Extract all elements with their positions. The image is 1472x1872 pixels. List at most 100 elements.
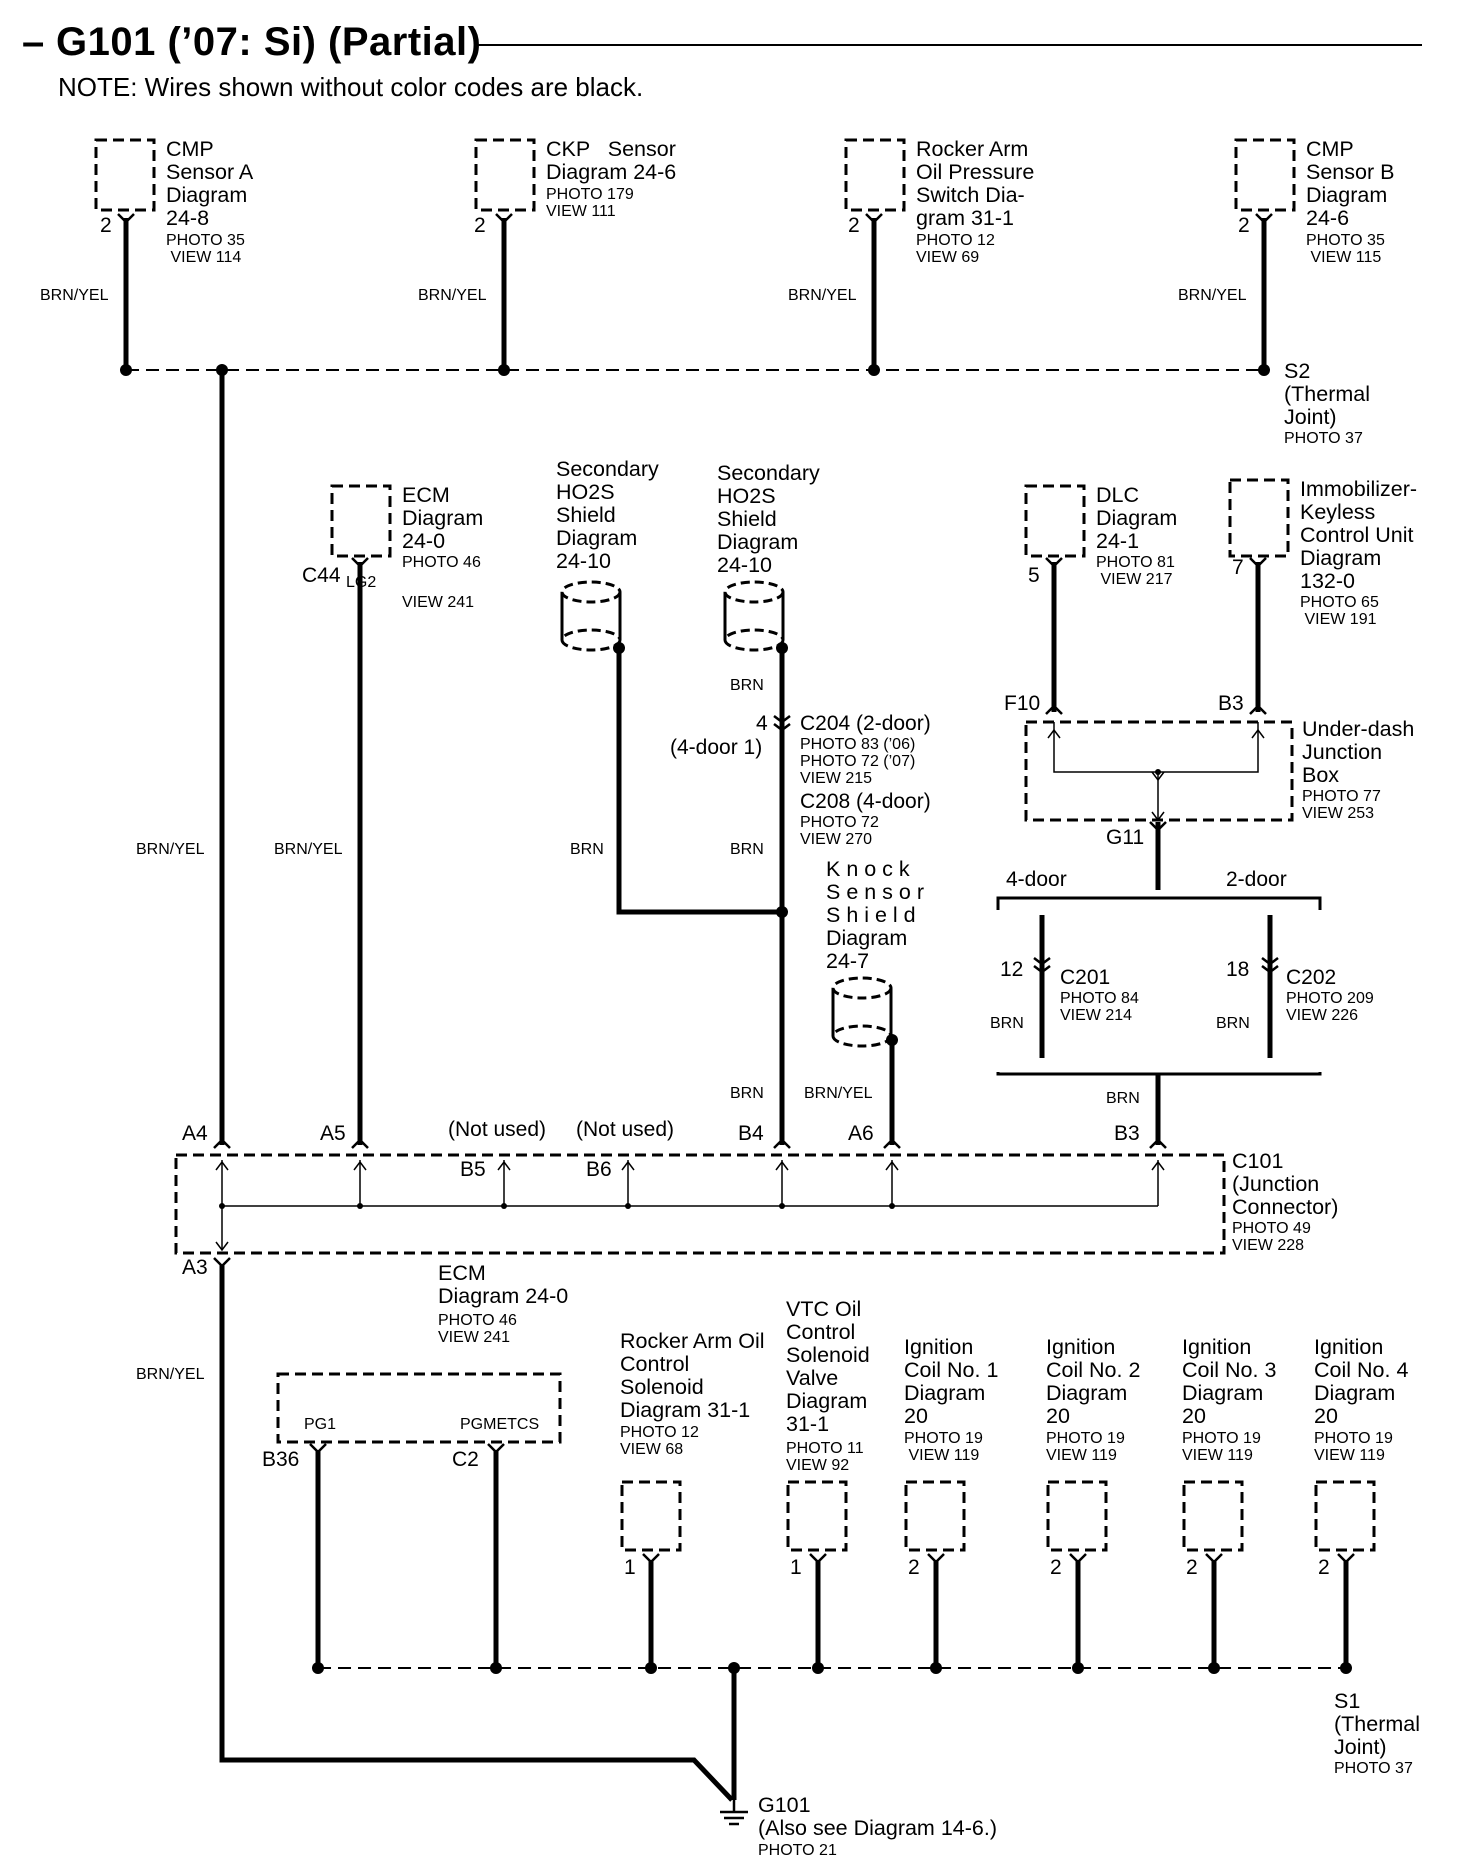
ecm-top-connector: C44: [302, 564, 341, 587]
ignition-coil-3-label: Ignition Coil No. 3 Diagram 20: [1182, 1335, 1277, 1428]
cmp-sensor-b-box: [1234, 138, 1296, 212]
rocker-arm-solenoid-box: [620, 1480, 682, 1552]
cmp-sensor-a-box: [94, 138, 156, 212]
rocker-arm-solenoid-photo: PHOTO 12 VIEW 68: [620, 1424, 699, 1458]
ignition-coil-2-photo: PHOTO 19 VIEW 119: [1046, 1430, 1125, 1464]
vtc-solenoid-box: [786, 1480, 848, 1552]
dlc-box: [1024, 484, 1086, 558]
immobilizer-photo: PHOTO 65 VIEW 191: [1300, 594, 1379, 628]
knock-shield-label: K n o c k S e n s o r S h i e l d Diagra…: [826, 857, 924, 973]
shield-2-wire-bottom: BRN: [730, 1085, 764, 1102]
rocker-arm-oil-switch-box: [844, 138, 906, 212]
c101-pin-a6: A6: [848, 1122, 874, 1145]
junction-box-pin-f10: F10: [1004, 692, 1041, 715]
ecm-bottom-photo: PHOTO 46 VIEW 241: [438, 1312, 517, 1346]
immobilizer-pin: 7: [1232, 556, 1244, 579]
junction-box-pin-g11: G11: [1106, 826, 1145, 849]
c101-pin-b5: B5: [460, 1158, 486, 1181]
title-dash: –: [22, 20, 45, 64]
ckp-sensor-box: [474, 138, 536, 212]
s1-photo: PHOTO 37: [1334, 1760, 1413, 1777]
immobilizer-box: [1228, 478, 1290, 558]
ecm-bottom-label: ECM Diagram 24-0: [438, 1261, 569, 1308]
c201-label: C201: [1060, 966, 1111, 989]
rocker-arm-switch-photo: PHOTO 12 VIEW 69: [916, 232, 995, 266]
ignition-coil-1-box: [904, 1480, 966, 1552]
c101-not-used-1: (Not used): [448, 1118, 547, 1141]
shield-2-label: Secondary HO2S Shield Diagram 24-10: [717, 461, 820, 577]
c208-label: C208 (4-door): [800, 790, 931, 813]
ignition-coil-4-photo: PHOTO 19 VIEW 119: [1314, 1430, 1393, 1464]
shield-2-wire-top: BRN: [730, 677, 764, 694]
cmp-sensor-a-wire-color: BRN/YEL: [40, 287, 109, 304]
c101-not-used-2: (Not used): [576, 1118, 675, 1141]
ckp-sensor-pin: 2: [474, 214, 486, 237]
shield-2-wire-mid: BRN: [730, 841, 764, 858]
ckp-sensor-photo: PHOTO 179 VIEW 111: [546, 186, 634, 220]
ignition-coil-3-pin: 2: [1186, 1556, 1198, 1579]
rocker-arm-solenoid-label: Rocker Arm Oil Control Solenoid Diagram …: [620, 1329, 765, 1422]
rocker-arm-switch-label: Rocker Arm Oil Pressure Switch Dia- gram…: [916, 137, 1035, 230]
page-title: G101 (’07: Si) (Partial): [56, 20, 482, 64]
shield-1-icon: [560, 580, 622, 652]
junction-box-photo: PHOTO 77 VIEW 253: [1302, 788, 1381, 822]
ecm-bottom-pin-c2: C2: [452, 1448, 479, 1471]
ckp-sensor-wire-color: BRN/YEL: [418, 287, 487, 304]
ignition-coil-2-box: [1046, 1480, 1108, 1552]
c202-photo: PHOTO 209 VIEW 226: [1286, 990, 1374, 1024]
ignition-coil-4-box: [1314, 1480, 1376, 1552]
note-text: NOTE: Wires shown without color codes ar…: [58, 72, 644, 102]
ignition-coil-2-pin: 2: [1050, 1556, 1062, 1579]
s1-label: S1 (Thermal Joint): [1334, 1689, 1421, 1759]
two-door-label: 2-door: [1226, 868, 1287, 891]
knock-shield-wire: BRN/YEL: [804, 1085, 873, 1102]
ground-icon: [720, 1800, 748, 1826]
cmp-sensor-b-wire-color: BRN/YEL: [1178, 287, 1247, 304]
cmp-sensor-b-label: CMP Sensor B Diagram 24-6: [1306, 137, 1395, 230]
ecm-bottom-pgmetcs: PGMETCS: [460, 1416, 540, 1433]
cmp-sensor-a-photo: PHOTO 35 VIEW 114: [166, 232, 245, 266]
junction-box-pin-b3: B3: [1218, 692, 1244, 715]
ecm-top-photo: PHOTO 46: [402, 554, 481, 571]
ignition-coil-4-pin: 2: [1318, 1556, 1330, 1579]
main-wire-color: BRN/YEL: [136, 841, 205, 858]
c101-pin-b6: B6: [586, 1158, 612, 1181]
cmp-sensor-a-pin: 2: [100, 214, 112, 237]
vtc-solenoid-pin: 1: [790, 1556, 802, 1579]
g101-photo: PHOTO 21: [758, 1842, 837, 1859]
c204-4door-pin: (4-door 1): [670, 736, 763, 759]
c204-label: C204 (2-door): [800, 712, 931, 735]
rocker-arm-switch-wire-color: BRN/YEL: [788, 287, 857, 304]
c101-junction-connector: [174, 1153, 1226, 1255]
cmp-sensor-b-pin: 2: [1238, 214, 1250, 237]
shield-1-label: Secondary HO2S Shield Diagram 24-10: [556, 457, 659, 573]
c101-pin-a5: A5: [320, 1122, 346, 1145]
vtc-solenoid-label: VTC Oil Control Solenoid Valve Diagram 3…: [786, 1297, 870, 1436]
c204-pin: 4: [756, 712, 768, 735]
under-dash-junction-box: [1024, 720, 1294, 822]
s2-photo: PHOTO 37: [1284, 430, 1363, 447]
junction-box-label: Under-dash Junction Box: [1302, 717, 1415, 787]
ecm-top-view: VIEW 241: [402, 594, 475, 611]
c202-pin: 18: [1226, 958, 1250, 981]
immobilizer-label: Immobilizer- Keyless Control Unit Diagra…: [1300, 477, 1418, 593]
ignition-coil-2-label: Ignition Coil No. 2 Diagram 20: [1046, 1335, 1141, 1428]
ecm-top-pin: LG2: [346, 574, 377, 591]
ignition-coil-4-label: Ignition Coil No. 4 Diagram 20: [1314, 1335, 1409, 1428]
c208-photo: PHOTO 72 VIEW 270: [800, 814, 879, 848]
g101-label: G101 (Also see Diagram 14-6.): [758, 1793, 997, 1840]
c201-pin: 12: [1000, 958, 1024, 981]
vtc-solenoid-photo: PHOTO 11 VIEW 92: [786, 1440, 864, 1474]
ecm-bottom-pg1: PG1: [304, 1416, 337, 1433]
splice-dots: [120, 364, 1352, 1674]
dlc-label: DLC Diagram 24-1: [1096, 483, 1178, 553]
cmp-sensor-a-label: CMP Sensor A Diagram 24-8: [166, 137, 254, 230]
ignition-coil-3-box: [1182, 1480, 1244, 1552]
ecm-bottom-pin-b36: B36: [262, 1448, 300, 1471]
knock-shield-icon: [831, 976, 893, 1048]
c202-label: C202: [1286, 966, 1337, 989]
ignition-coil-1-pin: 2: [908, 1556, 920, 1579]
c202-wire: BRN: [1216, 1015, 1250, 1032]
c101-label: C101 (Junction Connector): [1232, 1149, 1339, 1219]
